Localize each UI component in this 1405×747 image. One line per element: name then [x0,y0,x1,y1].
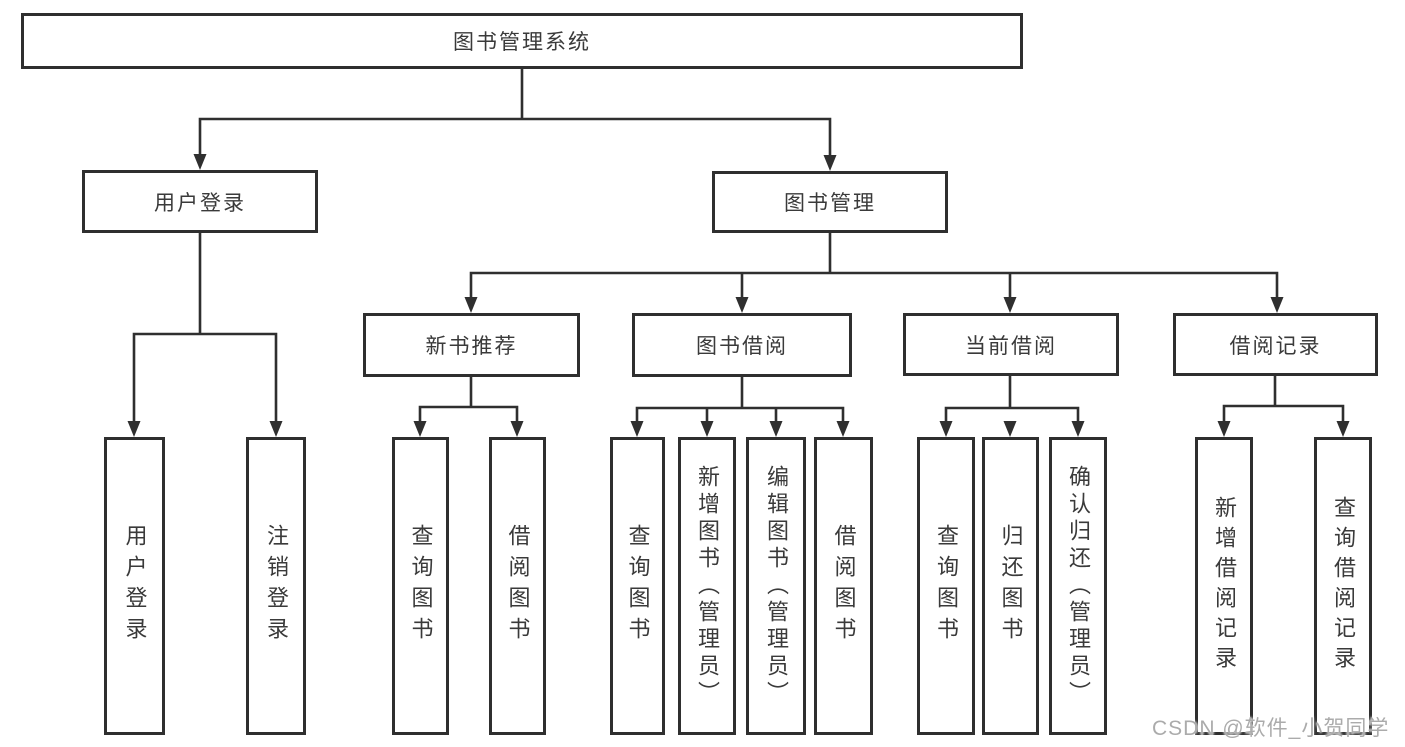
node-borrowing-records: 借阅记录 [1173,313,1378,376]
node-label: 当前借阅 [965,334,1057,358]
node-label: 查询图书 [934,524,959,648]
node-book-management: 图书管理 [712,171,948,233]
node-label: 图书管理 [784,192,876,215]
arrow-down-icon [939,421,953,437]
arrow-down-icon [1336,421,1350,437]
arrow-down-icon [1003,421,1017,437]
leaf-logout: 注销登录 [246,437,306,735]
node-label: 用户登录 [154,191,246,215]
node-library-management-system: 图书管理系统 [21,13,1023,69]
node-label: 编辑图书（管理员） [764,464,789,708]
arrow-down-icon [127,421,141,437]
node-label: 新增借阅记录 [1212,496,1237,676]
node-label: 用户登录 [122,524,148,648]
leaf-edit-book-admin: 编辑图书（管理员） [746,437,806,735]
node-label: 图书管理系统 [453,31,591,54]
leaf-borrow-book: 借阅图书 [814,437,873,735]
leaf-borrow-book-recommend: 借阅图书 [489,437,546,735]
leaf-query-book-borrow: 查询图书 [610,437,665,735]
node-book-borrowing: 图书借阅 [632,313,852,377]
node-label: 借阅图书 [831,524,857,648]
node-label: 图书借阅 [696,335,788,358]
leaf-query-book-recommend: 查询图书 [392,437,449,735]
leaf-return-book: 归还图书 [982,437,1039,735]
arrow-down-icon [630,421,644,437]
node-label: 新书推荐 [425,335,518,358]
arrow-down-icon [510,421,524,437]
node-label: 查询图书 [408,524,434,648]
leaf-query-borrow-record: 查询借阅记录 [1314,437,1372,735]
arrow-down-icon [1071,421,1085,437]
arrow-down-icon [823,155,837,171]
leaf-query-book-current: 查询图书 [917,437,975,735]
arrow-down-icon [269,421,283,437]
leaf-add-borrow-record: 新增借阅记录 [1195,437,1253,735]
node-label: 新增图书（管理员） [695,464,720,708]
arrow-down-icon [1217,421,1231,437]
arrow-down-icon [193,154,207,170]
arrow-down-icon [836,421,850,437]
node-label: 确认归还（管理员） [1066,464,1091,708]
leaf-add-book-admin: 新增图书（管理员） [678,437,736,735]
node-current-borrowing: 当前借阅 [903,313,1119,376]
arrow-down-icon [769,421,783,437]
arrow-down-icon [735,297,749,313]
arrow-down-icon [700,421,714,437]
arrow-down-icon [464,297,478,313]
leaf-user-login: 用户登录 [104,437,165,735]
node-user-login: 用户登录 [82,170,318,233]
arrow-down-icon [413,421,427,437]
node-label: 查询图书 [625,524,651,648]
node-label: 借阅记录 [1229,334,1322,358]
node-new-book-recommend: 新书推荐 [363,313,580,377]
node-label: 查询借阅记录 [1331,496,1356,676]
csdn-watermark: CSDN @软件_小贺同学 [1152,717,1390,740]
node-label: 归还图书 [998,524,1024,648]
arrow-down-icon [1003,297,1017,313]
node-label: 注销登录 [264,524,289,648]
arrow-down-icon [1270,297,1284,313]
leaf-confirm-return-admin: 确认归还（管理员） [1049,437,1107,735]
node-label: 借阅图书 [505,524,531,648]
